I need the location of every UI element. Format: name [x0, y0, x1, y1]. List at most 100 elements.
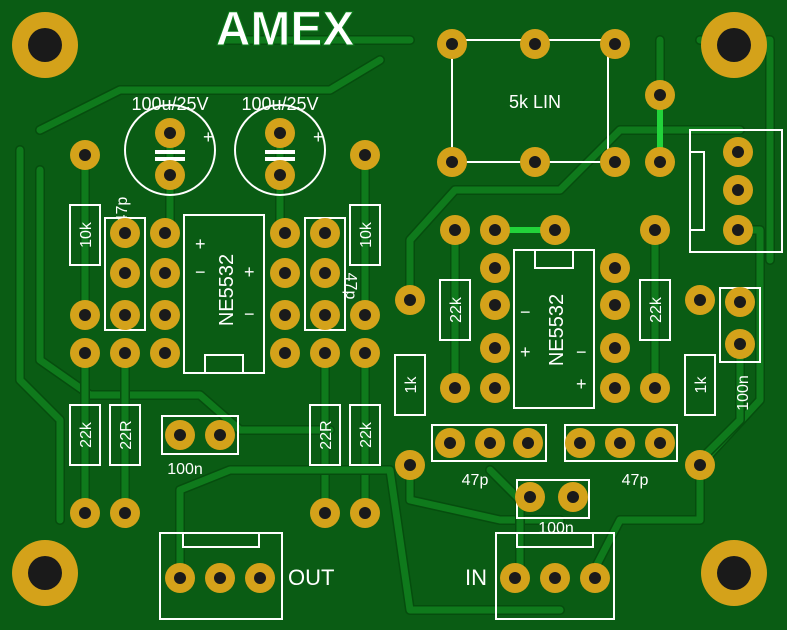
resistor-10k-left: [69, 204, 101, 266]
ic-left-minus-2: −: [244, 304, 255, 324]
pad-hole-71: [174, 572, 186, 584]
resistor-1k-left-label: 1k: [403, 376, 420, 394]
resistor-22r-left: [109, 404, 141, 466]
pad-hole-16: [119, 507, 131, 519]
pad-hole-40: [449, 224, 461, 236]
pad-hole-44: [489, 262, 501, 274]
cap-47p-bottom-right-label: 47p: [622, 472, 649, 489]
pad-hole-25: [279, 227, 291, 239]
resistor-22k-mid-right-label: 22k: [648, 296, 665, 323]
cap-right-polarity-mark: [265, 150, 295, 154]
pad-hole-75: [549, 572, 561, 584]
pad-hole-60: [522, 437, 534, 449]
resistor-10k-right: [349, 204, 381, 266]
pad-hole-24: [274, 169, 286, 181]
resistor-22k-right-label: 22k: [358, 421, 375, 448]
resistor-22k-mid-right: [639, 279, 671, 341]
pad-hole-13: [119, 267, 131, 279]
pad-hole-3: [446, 156, 458, 168]
pad-hole-30: [319, 267, 331, 279]
pad-hole-46: [489, 342, 501, 354]
resistors: 10k 10k 22k 22R 22R 22k 22k 22k 1k 1k: [69, 204, 716, 466]
resistor-22k-right: [349, 404, 381, 466]
board-logo: XƎMA: [216, 3, 355, 56]
pad-hole-73: [254, 572, 266, 584]
cap-left-polarity-mark: [155, 150, 185, 154]
ic-left-plus-2: +: [244, 262, 255, 282]
pad-hole-70: [732, 224, 744, 236]
pad-hole-51: [609, 382, 621, 394]
resistor-22r-right: [309, 404, 341, 466]
pad-hole-41: [489, 224, 501, 236]
pad-hole-56: [694, 294, 706, 306]
pad-hole-47: [489, 382, 501, 394]
pad-hole-27: [279, 309, 291, 321]
resistor-22r-left-label: 22R: [118, 420, 135, 449]
resistor-22k-left-label: 22k: [78, 421, 95, 448]
cap-47p-right-label: 47p: [342, 273, 359, 300]
copper-traces: [15, 35, 775, 615]
cap-100n-left-outline: [161, 415, 239, 455]
pads: [70, 29, 755, 593]
pad-hole-9: [79, 309, 91, 321]
cap-right-plus: +: [313, 127, 324, 147]
pad-hole-2: [609, 38, 621, 50]
pad-hole-66: [734, 296, 746, 308]
pad-hole-20: [159, 347, 171, 359]
pad-hole-12: [119, 227, 131, 239]
ic-left-plus-1: +: [195, 234, 206, 254]
cap-47p-left-label: 47p: [114, 197, 131, 224]
ic-right-minus-2: −: [576, 342, 587, 362]
pad-hole-45: [489, 299, 501, 311]
pad-hole-54: [404, 294, 416, 306]
pad-hole-65: [567, 491, 579, 503]
pad-hole-31: [319, 309, 331, 321]
pad-hole-76: [589, 572, 601, 584]
pad-hole-21: [164, 127, 176, 139]
resistor-22k-mid-left-label: 22k: [448, 296, 465, 323]
pad-hole-68: [732, 146, 744, 158]
pad-hole-34: [359, 149, 371, 161]
pot-label: 5k LIN: [509, 92, 561, 112]
cap-electrolytic-right: [234, 104, 326, 196]
pad-hole-10: [79, 347, 91, 359]
pad-hole-38: [174, 429, 186, 441]
pad-hole-52: [449, 382, 461, 394]
pad-hole-36: [359, 347, 371, 359]
pad-hole-1: [529, 38, 541, 50]
pad-hole-8: [79, 149, 91, 161]
cap-47p-bottom-left-label: 47p: [462, 472, 489, 489]
cap-right-label: 100u/25V: [241, 94, 318, 114]
connector-out-label: OUT: [288, 565, 334, 590]
pad-hole-29: [319, 227, 331, 239]
ic-left-label: NE5532: [216, 254, 238, 326]
pad-hole-69: [732, 184, 744, 196]
pad-hole-5: [609, 156, 621, 168]
pad-hole-50: [609, 342, 621, 354]
pad-hole-14: [119, 309, 131, 321]
pad-hole-18: [159, 267, 171, 279]
ic-right-plus-2: +: [576, 374, 587, 394]
pad-hole-0: [446, 38, 458, 50]
pad-hole-63: [654, 437, 666, 449]
pad-hole-67: [734, 338, 746, 350]
pad-hole-74: [509, 572, 521, 584]
cap-left-label: 100u/25V: [131, 94, 208, 114]
cap-100n-right-label: 100n: [735, 375, 752, 411]
resistor-1k-right: [684, 354, 716, 416]
pad-hole-4: [529, 156, 541, 168]
pad-hole-64: [524, 491, 536, 503]
pad-hole-59: [484, 437, 496, 449]
resistor-10k-right-label: 10k: [358, 221, 375, 248]
pad-hole-37: [359, 507, 371, 519]
pad-hole-32: [319, 347, 331, 359]
pad-hole-58: [444, 437, 456, 449]
pad-hole-26: [279, 267, 291, 279]
pad-hole-33: [319, 507, 331, 519]
pad-hole-53: [649, 382, 661, 394]
cap-electrolytic-left: [124, 104, 216, 196]
cap-47p-bottom-left-outline: [431, 424, 547, 462]
resistor-10k-left-label: 10k: [78, 221, 95, 248]
ic-right-notch: [534, 249, 574, 269]
